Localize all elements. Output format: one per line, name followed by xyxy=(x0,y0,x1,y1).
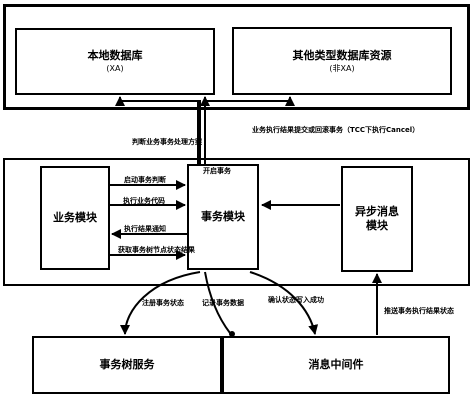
local-db-title: 本地数据库 xyxy=(87,49,143,62)
arrow-to-local-db xyxy=(115,96,201,165)
other-db-subtitle: (非XA) xyxy=(329,63,355,73)
tx-tree-service-box: 事务树服务 xyxy=(32,336,222,394)
mq-middleware-title: 消息中间件 xyxy=(308,358,364,371)
async-module-title: 异步消息模块 xyxy=(355,205,399,232)
tx-tree-service-title: 事务树服务 xyxy=(99,358,155,371)
arrow-confirm-status xyxy=(249,271,319,335)
label-confirm-status: 确认状态写入成功 xyxy=(268,296,324,304)
other-db-title: 其他类型数据库资源 xyxy=(292,48,392,62)
arrow-to-other-db-right xyxy=(205,96,295,106)
label-record-data: 记录事务数据 xyxy=(202,299,244,307)
mq-middleware-box: 消息中间件 xyxy=(222,336,450,394)
label-get-node-status: 获取事务树节点状态结果 xyxy=(118,246,195,254)
label-start-tx-judge: 启动事务判断 xyxy=(124,176,166,184)
business-module-title: 业务模块 xyxy=(53,211,97,224)
other-db-box: 其他类型数据库资源 (非XA) xyxy=(232,27,452,95)
label-start-tx: 开启事务 xyxy=(203,167,231,175)
label-exec-notify: 执行结果通知 xyxy=(124,225,166,233)
arrow-record-data xyxy=(204,271,231,334)
local-db-subtitle: (XA) xyxy=(106,64,124,73)
transaction-module-title: 事务模块 xyxy=(201,210,245,223)
label-register-status: 注册事务状态 xyxy=(142,299,184,307)
business-module-box: 业务模块 xyxy=(40,166,110,270)
label-exec-code: 执行业务代码 xyxy=(123,197,165,205)
arrow-register-status xyxy=(120,271,201,335)
local-db-box: 本地数据库 (XA) xyxy=(15,28,215,95)
label-commit-rollback: 业务执行结果提交或回滚事务（TCC下执行Cancel） xyxy=(252,126,420,134)
record-data-endpoint xyxy=(229,331,235,337)
label-push-result: 推送事务执行结果状态 xyxy=(384,307,454,315)
label-judge-plan: 判断业务事务处理方案 xyxy=(132,138,202,146)
async-module-box: 异步消息模块 xyxy=(341,166,413,272)
transaction-module-box: 事务模块 xyxy=(187,164,259,270)
